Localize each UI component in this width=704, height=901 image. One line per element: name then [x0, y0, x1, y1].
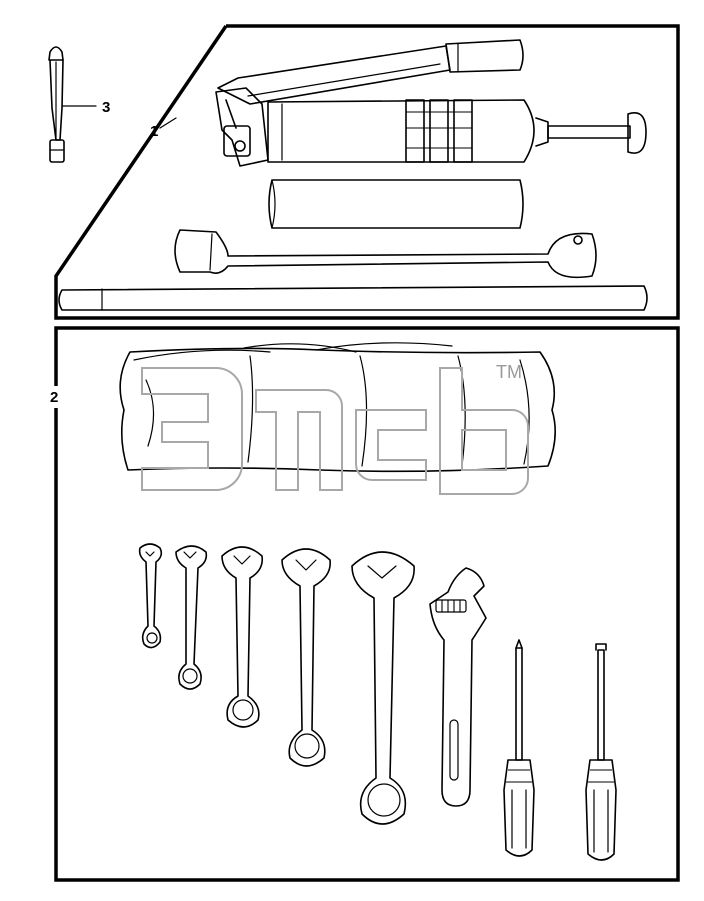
grease-cartridge-illustration[interactable] — [268, 179, 524, 229]
spanner-22mm-illustration[interactable] — [351, 551, 415, 825]
spanner-10mm-illustration[interactable] — [175, 545, 208, 690]
tool-roll-kit-frame — [54, 326, 680, 882]
tire-gauge-illustration[interactable] — [48, 46, 97, 163]
grease-gun-kit-frame — [54, 24, 680, 320]
screwdriver-phillips-illustration[interactable] — [503, 639, 535, 857]
callout-tire-gauge: 3 — [102, 99, 110, 116]
spanner-13mm-illustration[interactable] — [221, 546, 264, 728]
screwdriver-flat-illustration[interactable] — [585, 643, 617, 861]
trademark-mark: TM — [496, 362, 522, 382]
callout-tool-roll-kit-label: 2 — [50, 389, 58, 406]
tommy-bar-illustration[interactable] — [58, 285, 648, 311]
wheel-nut-wrench-illustration[interactable] — [174, 229, 597, 279]
callout-grease-gun-kit: 1 — [150, 123, 158, 140]
watermark-logo — [141, 367, 529, 495]
callout-leader-line — [159, 117, 177, 129]
tool-roll-illustration[interactable] — [119, 342, 556, 473]
spanner-17mm-illustration[interactable] — [281, 548, 331, 767]
adjustable-wrench-illustration[interactable] — [429, 567, 487, 807]
spanner-8mm-illustration[interactable] — [138, 543, 163, 649]
callout-frame-gap — [40, 386, 62, 408]
grease-gun-illustration[interactable] — [215, 39, 647, 167]
